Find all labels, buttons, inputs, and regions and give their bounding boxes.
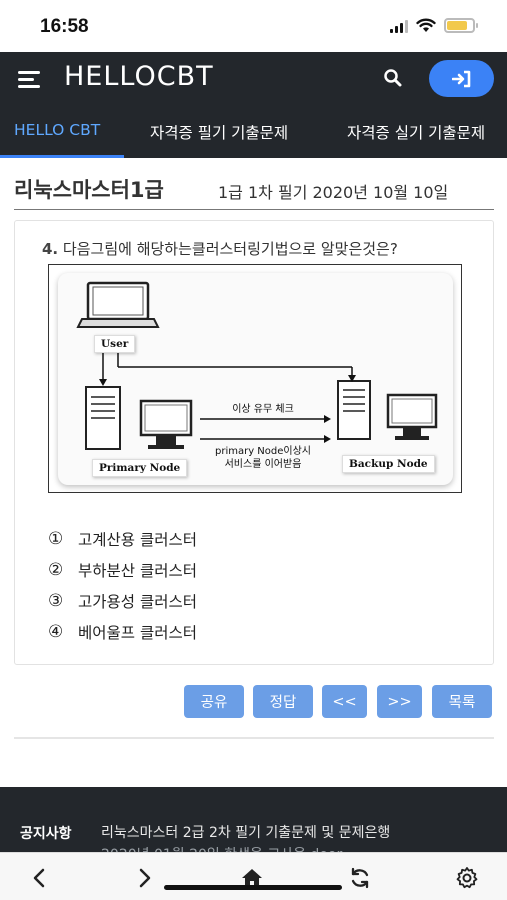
sign-in-icon [451,70,470,87]
option-1[interactable]: ① 고계산용 클러스터 [48,523,197,554]
option-4[interactable]: ④ 베어울프 클러스터 [48,616,197,647]
figure-diagram: User Primary Node Backup Node 이상 유무 체크 p… [58,273,453,485]
notice-link[interactable]: 리눅스마스터 2급 2차 필기 기출문제 및 문제은행 [101,825,391,841]
option-label: 부하분산 클러스터 [78,561,198,580]
answer-button[interactable]: 정답 [253,685,313,718]
prev-question-button[interactable]: << [322,685,367,718]
health-check-label: 이상 유무 체크 [232,404,294,415]
content-divider [14,737,494,739]
primary-server-icon [85,386,121,450]
arrow-heads [99,375,356,443]
tab-written-exams[interactable]: 자격증 필기 기출문제 [150,124,289,142]
search-icon[interactable] [382,67,404,89]
option-number: ② [48,559,64,580]
failover-label: primary Node이상시 서비스를 이어받음 [198,445,328,471]
option-label: 고계산용 클러스터 [78,530,198,549]
option-number: ③ [48,590,64,611]
primary-monitor-icon [139,399,193,449]
settings-gear-icon[interactable] [455,866,479,890]
failover-label-line2: 서비스를 이어받음 [224,459,302,470]
cluster-diagram [76,281,438,450]
question-card: 4. 다음그림에 해당하는클러스터링기법으로 알맞은것은? [14,220,494,665]
status-icons [390,18,478,33]
active-tab-indicator [0,155,124,158]
browser-toolbar [0,852,507,900]
login-button[interactable] [429,60,494,97]
forward-icon[interactable] [132,866,156,890]
question-number: 4. [42,240,59,258]
option-label: 베어울프 클러스터 [78,623,198,642]
home-icon[interactable] [240,866,264,890]
page-title: 리눅스마스터1급 [14,178,164,202]
home-indicator [164,885,342,890]
laptop-icon [76,281,160,328]
option-number: ① [48,528,64,549]
question-text: 4. 다음그림에 해당하는클러스터링기법으로 알맞은것은? [42,238,398,259]
share-button[interactable]: 공유 [184,685,244,718]
tab-hello-cbt[interactable]: HELLO CBT [14,121,101,139]
tab-practical-exams[interactable]: 자격증 실기 기출문제 [347,124,486,142]
option-2[interactable]: ② 부하분산 클러스터 [48,554,197,585]
exam-subtitle: 1급 1차 필기 2020년 10월 10일 [218,183,449,202]
refresh-icon[interactable] [348,866,372,890]
primary-node-label: Primary Node [92,459,188,477]
status-time: 16:58 [40,16,89,37]
page-title-row: 리눅스마스터1급 1급 1차 필기 2020년 10월 10일 [14,170,494,210]
option-number: ④ [48,621,64,642]
backup-monitor-icon [386,393,438,440]
notice-label: 공지사항 [20,826,72,842]
list-button[interactable]: 목록 [432,685,492,718]
option-label: 고가용성 클러스터 [78,592,198,611]
back-icon[interactable] [28,866,52,890]
question-figure: User Primary Node Backup Node 이상 유무 체크 p… [48,264,462,493]
cellular-signal-icon [390,19,408,33]
brand-logo-text[interactable]: HELLOCBT [64,61,214,92]
nav-tabs: HELLO CBT 자격증 필기 기출문제 자격증 실기 기출문제 [0,108,507,158]
status-bar: 16:58 [0,0,507,52]
battery-icon [444,18,478,33]
failover-label-line1: primary Node이상시 [214,446,311,457]
backup-server-icon [337,380,371,440]
next-question-button[interactable]: >> [377,685,422,718]
question-body: 다음그림에 해당하는클러스터링기법으로 알맞은것은? [62,240,398,258]
answer-options: ① 고계산용 클러스터 ② 부하분산 클러스터 ③ 고가용성 클러스터 ④ 베어… [48,523,197,647]
wifi-icon [416,18,436,32]
app-header: HELLOCBT [0,52,507,108]
backup-node-label: Backup Node [342,455,435,473]
user-label: User [94,335,136,353]
option-3[interactable]: ③ 고가용성 클러스터 [48,585,197,616]
hamburger-menu-icon[interactable] [18,69,42,89]
